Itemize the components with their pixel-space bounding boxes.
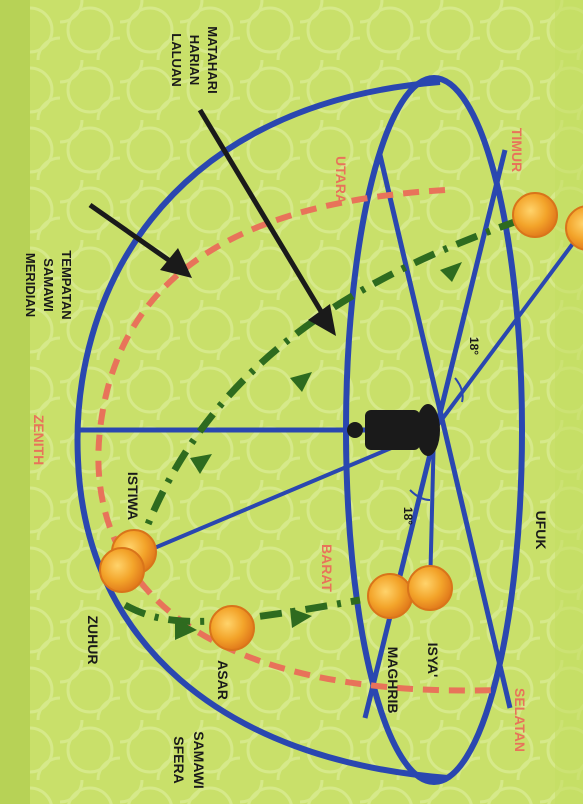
- sun-isya-icon: [408, 566, 452, 610]
- selatan-label: SELATAN: [512, 688, 528, 752]
- laluan-label-line1: LALUAN: [169, 33, 184, 86]
- isya-label: ISYA': [425, 643, 441, 678]
- isya-label-group: ISYA': [425, 643, 441, 678]
- laluan-label-group: LALUAN: [169, 33, 184, 86]
- meridian-label-line1: MERIDIAN: [23, 253, 38, 317]
- sfera-label-group: SFERA: [171, 736, 187, 783]
- laluan-label-line3: MATAHARI: [205, 26, 220, 93]
- selatan-label-group: SELATAN: [512, 688, 528, 752]
- page-edge-left: [0, 0, 30, 804]
- maghrib-label: MAGHRIB: [385, 647, 401, 714]
- meridian-label-group-3: TEMPATAN: [59, 250, 74, 319]
- laluan-label-line2: HARIAN: [187, 35, 202, 86]
- ufuk-label-group: UFUK: [533, 511, 549, 550]
- meridian-label-group: MERIDIAN: [23, 253, 38, 317]
- barat-label-group: BARAT: [319, 544, 335, 592]
- sun-asar-icon: [210, 606, 254, 650]
- laluan-label-group-2: HARIAN: [187, 35, 202, 86]
- sun-timur-icon: [513, 193, 557, 237]
- zenith-label: ZENITH: [31, 415, 47, 466]
- zuhur-label: ZUHUR: [85, 616, 101, 665]
- utara-label-group: UTARA: [333, 156, 349, 204]
- page-edge-right: [555, 0, 583, 804]
- zenith-label-group: ZENITH: [31, 415, 47, 466]
- istiwa-label-group: ISTIWA: [125, 472, 141, 520]
- sfera-label-line1: SFERA: [171, 736, 187, 783]
- sfera-label-group-2: SAMAWI: [191, 731, 207, 789]
- asar-label-group: ASAR: [215, 660, 231, 700]
- zuhur-label-group: ZUHUR: [85, 616, 101, 665]
- meridian-label-group-2: SAMAWI: [41, 258, 56, 311]
- maghrib-label-group: MAGHRIB: [385, 647, 401, 714]
- angle-top-label: 18°: [467, 337, 481, 355]
- meridian-label-line2: SAMAWI: [41, 258, 56, 311]
- sfera-label-line2: SAMAWI: [191, 731, 207, 789]
- meridian-label-line3: TEMPATAN: [59, 250, 74, 319]
- angle-top-label-group: 18°: [467, 337, 481, 355]
- timur-label-group: TIMUR: [509, 128, 525, 172]
- angle-bottom-label-group: 18°: [401, 507, 415, 525]
- sun-maghrib-icon: [368, 574, 412, 618]
- asar-label: ASAR: [215, 660, 231, 700]
- sun-zuhur-icon: [100, 548, 144, 592]
- utara-label: UTARA: [333, 156, 349, 204]
- angle-bottom-label: 18°: [401, 507, 415, 525]
- istiwa-label: ISTIWA: [125, 472, 141, 520]
- laluan-label-group-3: MATAHARI: [205, 26, 220, 93]
- ufuk-label: UFUK: [533, 511, 549, 550]
- barat-label: BARAT: [319, 544, 335, 592]
- timur-label: TIMUR: [509, 128, 525, 172]
